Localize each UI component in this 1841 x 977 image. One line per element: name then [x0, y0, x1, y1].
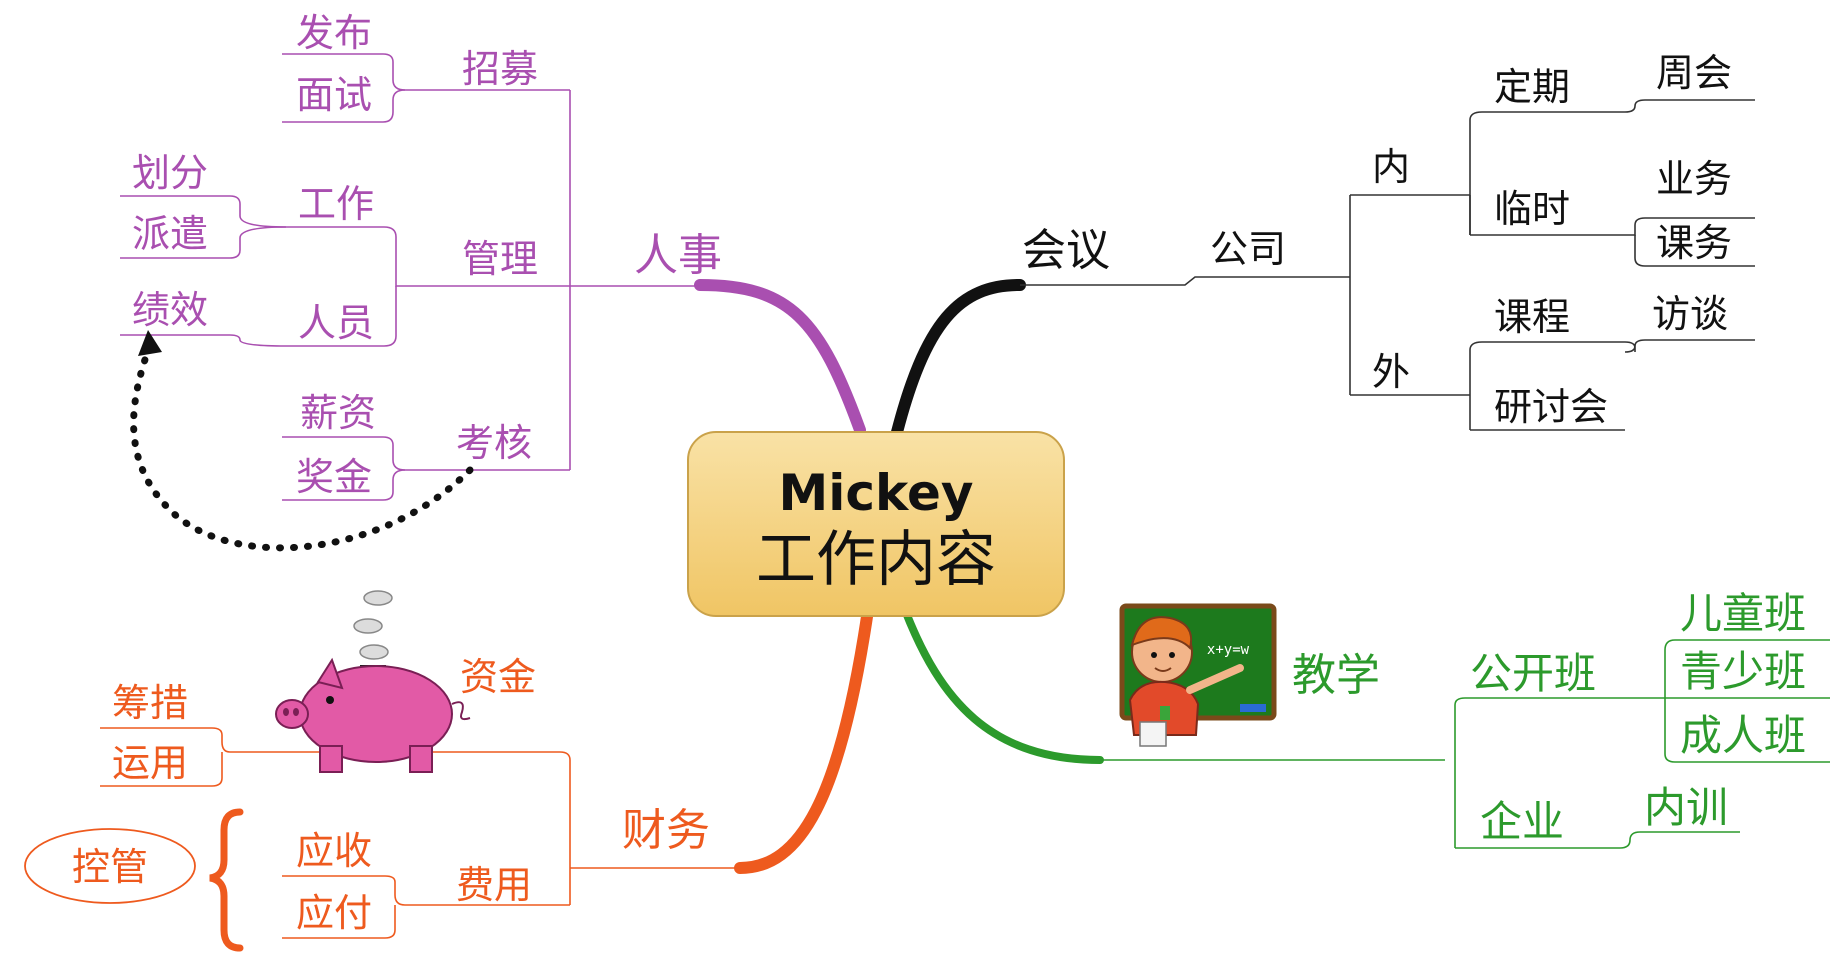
staff-label[interactable]: 人员 [298, 301, 374, 345]
recruit-child-publish[interactable]: 发布 [296, 11, 372, 55]
funds-child-raise[interactable]: 筹措 [112, 681, 188, 725]
staff-child-performance[interactable]: 绩效 [132, 288, 208, 332]
teaching-label[interactable]: 教学 [1292, 650, 1380, 701]
enterprise-child-inhouse[interactable]: 内训 [1644, 783, 1728, 832]
regular-child-weekly[interactable]: 周会 [1656, 51, 1732, 95]
dotted-arrow-head [138, 330, 162, 356]
manage-label[interactable]: 管理 [462, 237, 538, 281]
assess-child-salary[interactable]: 薪资 [300, 391, 376, 435]
meeting-label[interactable]: 会议 [1022, 225, 1110, 276]
open-class-label[interactable]: 公开班 [1470, 649, 1596, 698]
recruit-child-interview[interactable]: 面试 [296, 73, 372, 117]
center-subtitle: 工作内容 [756, 525, 996, 595]
control-brace [209, 808, 244, 952]
company-label[interactable]: 公司 [1210, 227, 1286, 271]
finance-label[interactable]: 财务 [622, 805, 710, 856]
recruit-label[interactable]: 招募 [462, 47, 538, 91]
open-child-children[interactable]: 儿童班 [1680, 589, 1806, 638]
inner-label[interactable]: 内 [1372, 145, 1410, 189]
expense-child-payable[interactable]: 应付 [296, 891, 372, 935]
work-label[interactable]: 工作 [298, 182, 374, 226]
control-label[interactable]: 控管 [72, 845, 148, 889]
control-oval [24, 828, 196, 904]
work-child-dispatch[interactable]: 派遣 [132, 212, 208, 256]
finance-main-branch [734, 604, 874, 874]
temp-child-business[interactable]: 业务 [1656, 157, 1732, 201]
outer-label[interactable]: 外 [1372, 350, 1410, 394]
seminar-label[interactable]: 研讨会 [1494, 385, 1608, 429]
expense-label[interactable]: 费用 [456, 863, 532, 907]
open-child-adult[interactable]: 成人班 [1680, 711, 1806, 760]
enterprise-label[interactable]: 企业 [1480, 797, 1564, 846]
course-label[interactable]: 课程 [1494, 295, 1570, 339]
teaching-main-branch [901, 606, 1104, 764]
regular-label[interactable]: 定期 [1494, 65, 1570, 109]
assess-child-bonus[interactable]: 奖金 [296, 455, 372, 499]
hr-label[interactable]: 人事 [634, 230, 722, 281]
expense-child-receivable[interactable]: 应收 [296, 829, 372, 873]
hr-main-branch [694, 279, 866, 436]
teaching-connectors [1100, 639, 1830, 849]
finance-connectors [100, 727, 740, 939]
meeting-main-branch [889, 279, 1026, 446]
meeting-connectors [1020, 99, 1755, 431]
temp-child-course-affairs[interactable]: 课务 [1656, 221, 1732, 265]
temp-label[interactable]: 临时 [1494, 187, 1570, 231]
funds-child-use[interactable]: 运用 [112, 741, 188, 785]
teacher-blackboard-icon: x+y=w [1119, 603, 1277, 747]
work-child-divide[interactable]: 划分 [132, 151, 208, 195]
blackboard-text: x+y=w [1207, 642, 1250, 658]
open-child-youth[interactable]: 青少班 [1680, 647, 1806, 696]
dotted-arrow-assess-to-performance [130, 341, 474, 552]
piggy-bank-icon [275, 590, 471, 773]
funds-label[interactable]: 资金 [460, 655, 536, 699]
center-node[interactable]: Mickey 工作内容 [687, 431, 1065, 617]
hr-connectors [120, 53, 700, 501]
assess-label[interactable]: 考核 [456, 421, 532, 465]
course-child-interview[interactable]: 访谈 [1652, 292, 1728, 336]
center-title: Mickey [779, 464, 974, 522]
